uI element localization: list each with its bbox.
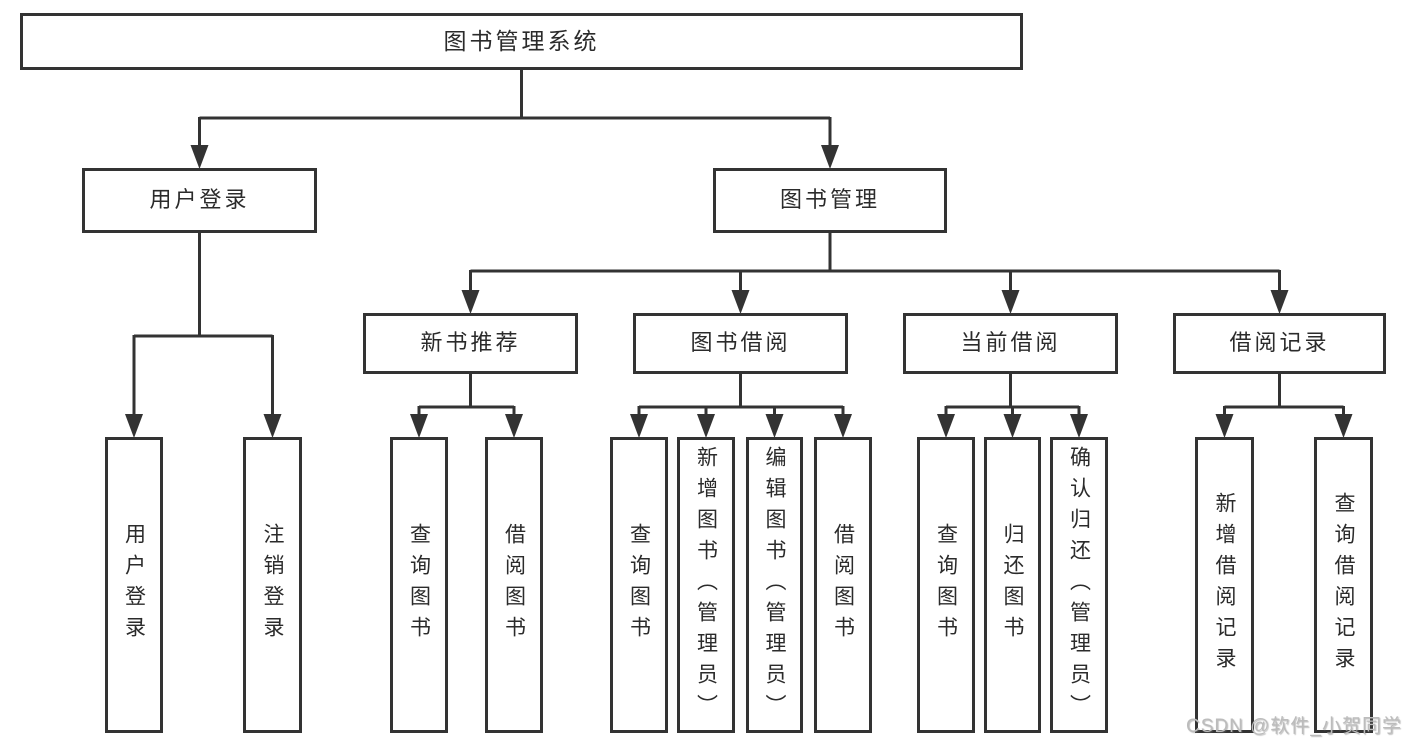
leaf-br-add-record: 新增借阅记录 (1195, 437, 1254, 733)
leaf-bb-edit-books-admin: 编辑图书（管理员） (746, 437, 803, 733)
box-user-login: 用户登录 (82, 168, 317, 233)
leaf-user-login: 用户登录 (105, 437, 163, 733)
leaf-cb-query-books: 查询图书 (917, 437, 975, 733)
leaf-nb-borrow-books: 借阅图书 (485, 437, 543, 733)
box-current-borrowing: 当前借阅 (903, 313, 1118, 374)
leaf-bb-add-books-admin: 新增图书（管理员） (677, 437, 735, 733)
leaf-nb-query-books: 查询图书 (390, 437, 448, 733)
box-book-borrowing: 图书借阅 (633, 313, 848, 374)
leaf-cb-return-books: 归还图书 (984, 437, 1041, 733)
box-borrowing-records: 借阅记录 (1173, 313, 1386, 374)
box-library-management-system: 图书管理系统 (20, 13, 1023, 70)
leaf-br-query-record: 查询借阅记录 (1314, 437, 1373, 733)
leaf-bb-borrow-books: 借阅图书 (814, 437, 872, 733)
leaf-bb-query-books: 查询图书 (610, 437, 668, 733)
box-book-management: 图书管理 (713, 168, 947, 233)
leaf-logout: 注销登录 (243, 437, 302, 733)
watermark: CSDN @软件_小贺同学 (1186, 716, 1402, 737)
leaf-cb-confirm-return-admin: 确认归还（管理员） (1050, 437, 1108, 733)
box-new-book-recommendation: 新书推荐 (363, 313, 578, 374)
